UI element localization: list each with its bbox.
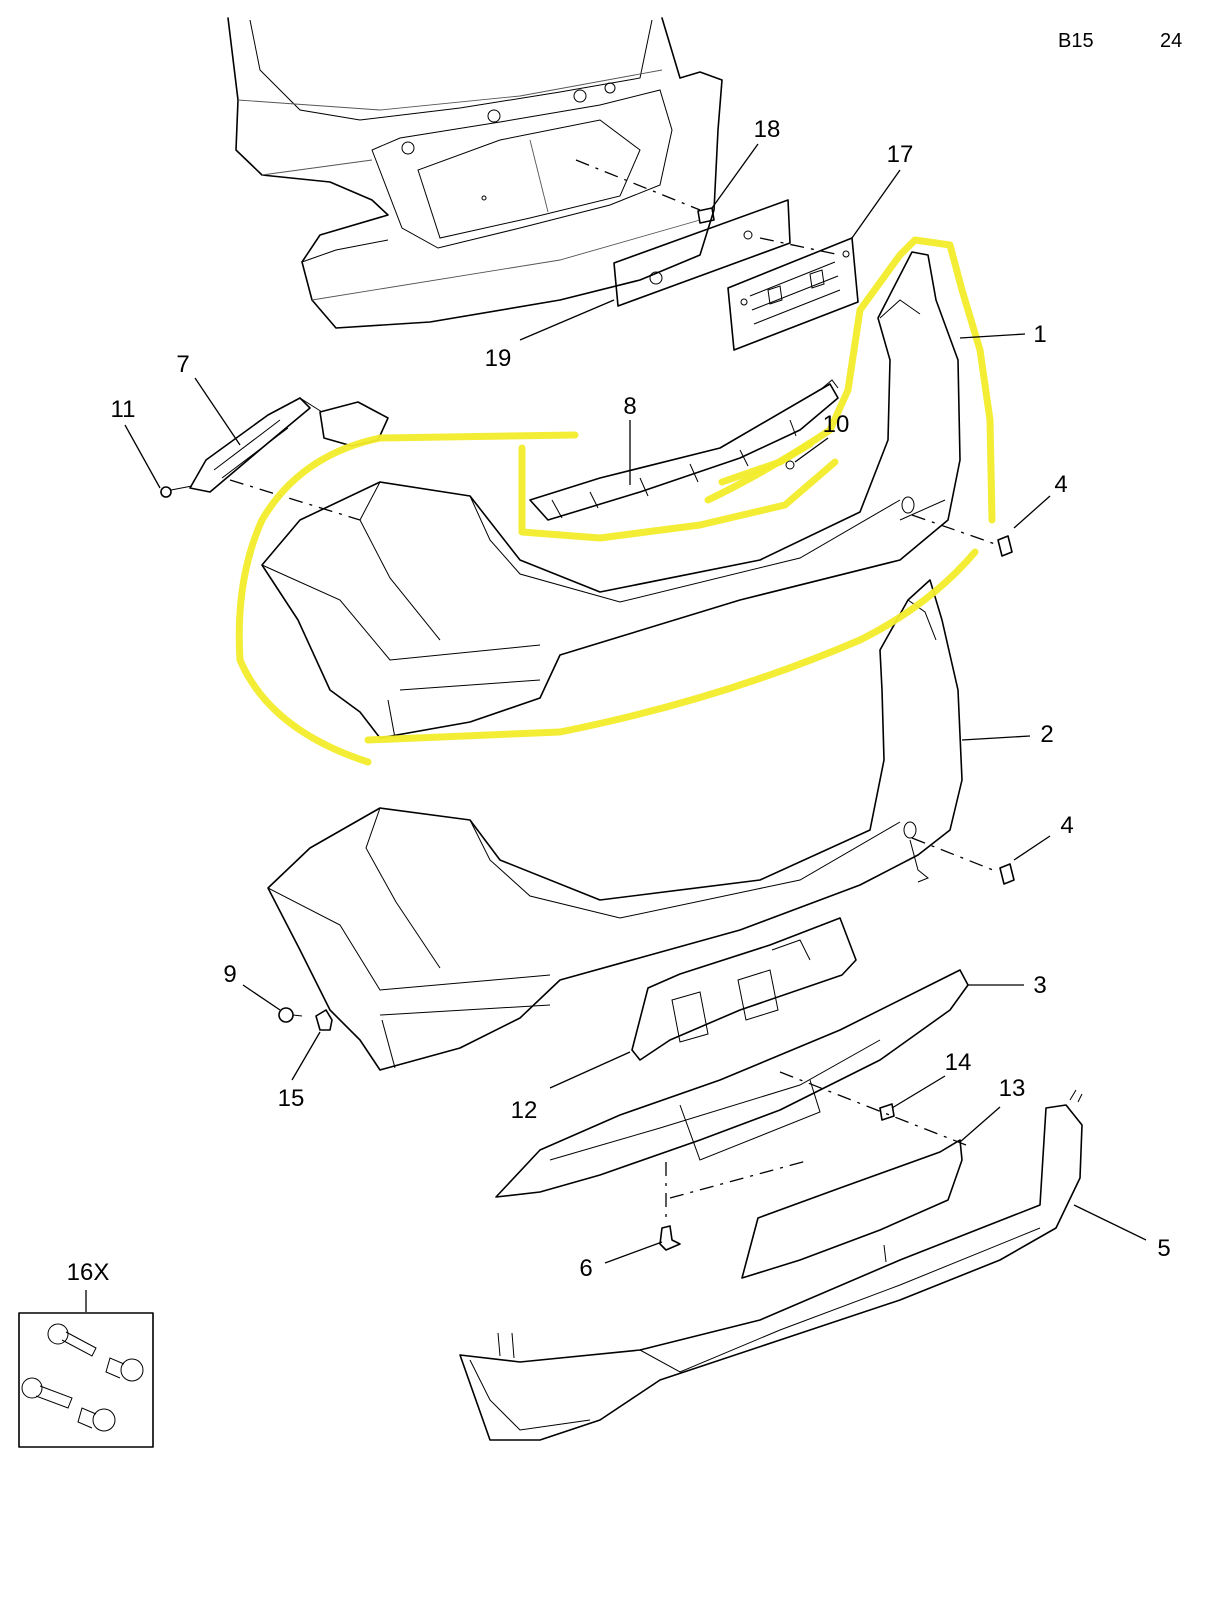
callout-17: 17 bbox=[887, 141, 914, 168]
center-mount-bracket bbox=[631, 917, 857, 1061]
callout-11: 11 bbox=[111, 396, 136, 423]
bolt-icon-1 bbox=[105, 1357, 144, 1382]
bumper-cap-upper bbox=[997, 535, 1013, 557]
page-number: 24 bbox=[1160, 30, 1182, 52]
trim-clip bbox=[879, 1103, 895, 1121]
callout-13: 13 bbox=[999, 1075, 1026, 1102]
callout-labels: 1 2 3 4 4 5 6 7 8 9 10 11 12 13 14 15 16… bbox=[67, 116, 1171, 1286]
callout-16x: 16X bbox=[67, 1259, 110, 1286]
callout-1: 1 bbox=[1033, 321, 1046, 348]
rear-diffuser bbox=[459, 1089, 1083, 1441]
retainer-nut bbox=[315, 1009, 333, 1031]
center-bracket bbox=[529, 379, 839, 521]
lower-trim bbox=[495, 969, 969, 1198]
callout-3: 3 bbox=[1033, 972, 1046, 999]
fastener-inset-box bbox=[18, 1312, 154, 1448]
leader-lines bbox=[85, 143, 1147, 1312]
vehicle-rear-body bbox=[227, 17, 723, 329]
callout-18: 18 bbox=[754, 116, 781, 143]
bumper-cap-lower bbox=[999, 863, 1015, 885]
callout-8: 8 bbox=[623, 393, 636, 420]
bumper-cover-lower bbox=[267, 579, 963, 1071]
callout-4b: 4 bbox=[1060, 812, 1073, 839]
clip-small bbox=[160, 485, 193, 498]
bumper-cover-upper bbox=[261, 251, 961, 739]
callout-15: 15 bbox=[278, 1085, 305, 1112]
reflector-strip bbox=[741, 1139, 963, 1279]
plate-screw bbox=[697, 207, 753, 240]
bolt-icon-2 bbox=[77, 1407, 116, 1432]
callout-2: 2 bbox=[1040, 721, 1053, 748]
callout-10: 10 bbox=[823, 411, 850, 438]
callout-9: 9 bbox=[223, 961, 236, 988]
callout-4a: 4 bbox=[1054, 471, 1067, 498]
section-code: B15 bbox=[1058, 30, 1094, 52]
push-pin bbox=[659, 1225, 681, 1251]
callout-5: 5 bbox=[1157, 1235, 1170, 1262]
highlight-annotation bbox=[235, 236, 996, 766]
callout-14: 14 bbox=[945, 1049, 972, 1076]
assembly-lines bbox=[229, 159, 999, 1222]
callout-6: 6 bbox=[579, 1255, 592, 1282]
callout-19: 19 bbox=[485, 345, 512, 372]
callout-7: 7 bbox=[176, 351, 189, 378]
push-clip bbox=[278, 1007, 303, 1023]
license-plate bbox=[613, 199, 791, 307]
screw-icon-2 bbox=[21, 1377, 73, 1409]
callout-12: 12 bbox=[511, 1097, 538, 1124]
screw-icon-1 bbox=[47, 1323, 97, 1357]
bracket-screw bbox=[785, 460, 795, 470]
license-plate-bracket bbox=[727, 237, 859, 351]
